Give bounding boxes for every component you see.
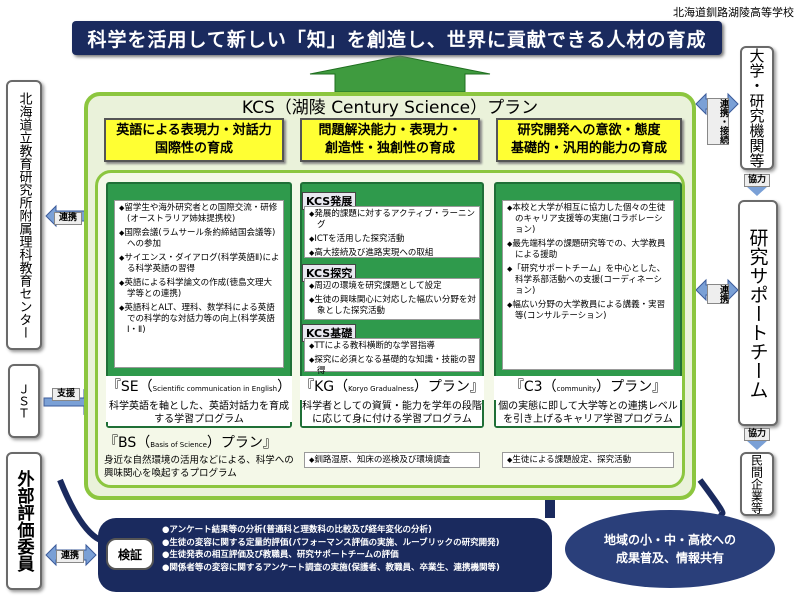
goal-research: 研究開発への意欲・態度 基礎的・汎用的能力の育成 — [496, 118, 682, 162]
plan-name-main: ）プラン』 — [206, 435, 277, 451]
list-item: 英語による科学論文の作成(徳島文理大学等との連携) — [119, 278, 280, 300]
plan-name-main: ）プラン』 — [413, 379, 484, 395]
list-item: 本校と大学が相互に協力した個々の生徒のキャリア支援等の実施(コラボレーション) — [507, 203, 670, 236]
goal-english: 英語による表現力・対話力 国際性の育成 — [104, 118, 284, 162]
kg-dev-list: 発展的課題に対するアクティブ・ラーニング ICTを活用した探究活動 高大接続及び… — [304, 206, 480, 258]
plan-name-main: 『BS（ — [104, 435, 151, 451]
c3-plan-list: 本校と大学が相互に協力した個々の生徒のキャリア支援等の実施(コラボレーション) … — [502, 200, 674, 370]
goal-problem-solving: 問題解決能力・表現力・ 創造性・独創性の育成 — [300, 118, 480, 162]
univ-box: 大学・研究機関等 — [740, 46, 774, 170]
list-item: 幅広い分野の大学教員による講義・実習等(コンサルテーション) — [507, 300, 670, 322]
renkei-setsuzoku-tag: 連携・接続 — [707, 98, 729, 145]
bs-plan-desc: 身近な自然環境の活用などによる、科学への興味関心を喚起するプログラム — [104, 455, 294, 479]
list-item: 探究に必須となる基礎的な知識・技能の習得 — [309, 355, 476, 377]
eval-curve-arrow — [57, 478, 102, 543]
bs-c3-item: 生徒による課題設定、探究活動 — [502, 452, 674, 468]
kcs-plan-title: KCS（湖陵 Century Science）プラン — [241, 98, 539, 118]
main-up-arrow — [309, 55, 491, 93]
renkei-tag: 連携 — [56, 550, 84, 563]
kyoryoku-down-arrow — [746, 432, 768, 450]
kg-plan-desc: 科学者としての資質・能力を学年の段階に応じて身に付ける学習プログラム — [302, 400, 482, 426]
renkei-tag: 連携 — [54, 212, 82, 225]
kyoryoku-tag: 協力 — [744, 428, 770, 441]
list-item: アンケート結果等の分析(普通科と理数科の比較及び経年変化の分析) — [162, 524, 500, 537]
kg-inq-list: 周辺の環境を研究課題として設定 生徒の興味関心に対応した幅広い分野を対象とした探… — [304, 278, 480, 320]
c3-plan-desc: 個の実態に即して大学等との連携レベルを引き上げるキャリア学習プログラム — [496, 400, 680, 426]
list-item: 生徒の変容に関する定量的評価(パフォーマンス評価の実施、ルーブリックの研究開発) — [162, 537, 500, 550]
outreach-text: 地域の小・中・高校への成果普及、情報共有 — [603, 533, 736, 565]
list-item: 高大接続及び進路実現への取組 — [309, 248, 476, 259]
list-item: サイエンス・ダイアログ(科学英語Ⅱ)による科学英語の習得 — [119, 253, 280, 275]
list-item: 留学生や海外研究者との国際交流・研修(オーストラリア姉妹提携校) — [119, 203, 280, 225]
goal-line2: 国際性の育成 — [154, 141, 233, 156]
list-item: 関係者等の変容に関するアンケート調査の実施(保護者、教職員、卒業生、連携機関等) — [162, 562, 499, 575]
plan-name-main: ）プラン』 — [596, 379, 667, 395]
plan-name-sub: Scientific communication in English — [152, 385, 278, 393]
list-item: ICTを活用した探究活動 — [309, 234, 476, 245]
edu-center-box: 北海道立教育研究所附属理科教育センター — [6, 80, 42, 350]
goal-line1: 研究開発への意欲・態度 — [517, 123, 661, 138]
plan-name-main: 『KG（ — [300, 379, 349, 395]
plan-name-sub: Basis of Science — [150, 441, 207, 449]
bs-kg-item: 釧路湿原、知床の巡検及び環境調査 — [304, 452, 480, 468]
kyoryoku-up-arrow — [746, 178, 768, 196]
vision-banner: 科学を活用して新しい「知」を創造し、世界に貢献できる人材の育成 — [72, 21, 722, 55]
list-item: TTによる教科横断的な学習指導 — [309, 341, 476, 352]
renkei-tag: 連携 — [707, 284, 729, 304]
verification-box: 検証 アンケート結果等の分析(普通科と理数科の比較及び経年変化の分析) 生徒の変… — [98, 518, 552, 592]
kyoryoku-tag: 協力 — [744, 174, 770, 187]
c3-plan-name: 『C3（community）プラン』 — [494, 376, 682, 400]
list-item: 国際会議(ラムサール条約締結国会議等)への参加 — [119, 228, 280, 250]
se-plan-list: 留学生や海外研究者との国際交流・研修(オーストラリア姉妹提携校) 国際会議(ラム… — [114, 200, 284, 368]
list-item: 「研究サポートチーム」を中心とした、科学系部活動への支援(コーディネーション) — [507, 264, 670, 297]
goal-line2: 基礎的・汎用的能力の育成 — [510, 141, 667, 156]
outreach-ellipse: 地域の小・中・高校への成果普及、情報共有 — [565, 510, 775, 588]
list-item: 英語科とALT、理科、数学科による英語での科学的な対話力等の向上(科学英語Ⅰ・Ⅱ… — [119, 303, 280, 336]
bs-plan-name: 『BS（Basis of Science）プラン』 — [104, 432, 284, 456]
list-item: 生徒発表の相互評価及び教職員、研究サポートチームの評価 — [162, 549, 500, 562]
jst-box: ＪＳＴ — [8, 364, 40, 438]
goal-line2: 創造性・独創性の育成 — [324, 141, 455, 156]
spread-curve-arrow — [697, 478, 726, 517]
company-box: 民間企業等 — [740, 452, 774, 516]
list-item: 発展的課題に対するアクティブ・ラーニング — [309, 209, 476, 231]
se-plan-desc: 科学英語を軸とした、英語対話力を育成する学習プログラム — [108, 400, 290, 426]
external-eval-box: 外部評価委員 — [6, 452, 42, 590]
list-item: 生徒による課題設定、探究活動 — [507, 455, 670, 466]
plan-name-main: 『SE（ — [106, 379, 153, 395]
kg-basic-list: TTによる教科横断的な学習指導 探究に必須となる基礎的な知識・技能の習得 — [304, 338, 480, 376]
goal-line1: 英語による表現力・対話力 — [116, 123, 272, 138]
school-name: 北海道釧路湖陵高等学校 — [673, 6, 794, 19]
verify-label: 検証 — [106, 538, 154, 570]
kg-plan-name: 『KG（Koryo Gradualness）プラン』 — [300, 376, 484, 400]
shien-tag: 支援 — [52, 388, 80, 401]
research-team-box: 研究サポートチーム — [738, 200, 778, 426]
plan-name-main: 『C3（ — [509, 379, 557, 395]
plan-name-sub: community — [556, 385, 597, 393]
list-item: 生徒の興味関心に対応した幅広い分野を対象とした探究活動 — [309, 295, 476, 317]
list-item: 釧路湿原、知床の巡検及び環境調査 — [309, 455, 476, 466]
goal-line1: 問題解決能力・表現力・ — [318, 123, 462, 138]
list-item: 周辺の環境を研究課題として設定 — [309, 281, 476, 292]
plan-name-sub: Koryo Gradualness — [348, 385, 414, 393]
list-item: 最先端科学の課題研究等での、大学教員による援助 — [507, 239, 670, 261]
verification-list: アンケート結果等の分析(普通科と理数科の比較及び経年変化の分析) 生徒の変容に関… — [162, 524, 500, 575]
